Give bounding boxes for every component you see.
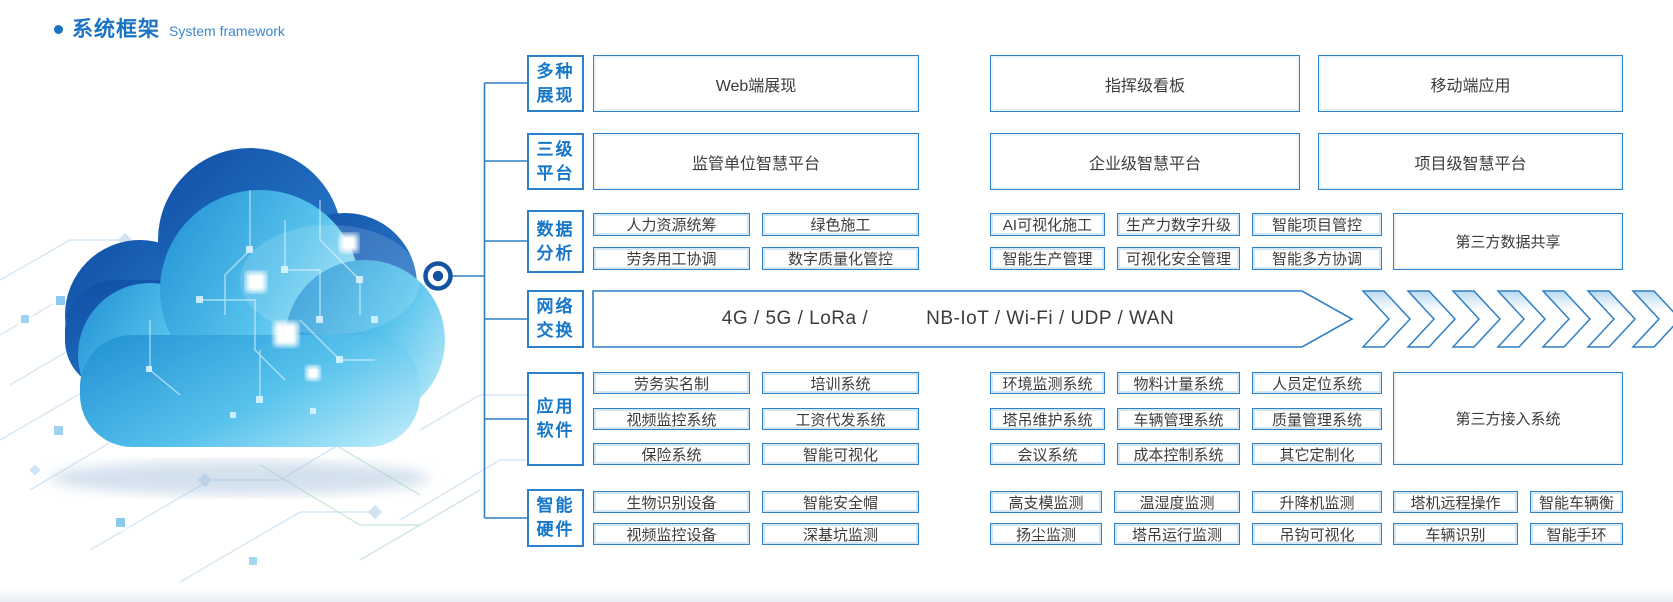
cloud-circuit-traces (149, 190, 375, 400)
bullet-icon (54, 24, 63, 34)
category-network-exchange: 网络交换 (527, 290, 584, 348)
cloud-node-icon (423, 261, 453, 291)
box-mobile-app: 移动端应用 (1318, 55, 1623, 112)
box-smart-visualization: 智能可视化 (762, 443, 919, 465)
page-title: 系统框架 System framework (54, 13, 285, 43)
category-smart-hardware: 智能硬件 (527, 489, 584, 547)
box-salary-payment: 工资代发系统 (762, 408, 919, 430)
box-smart-project-control: 智能项目管控 (1252, 213, 1382, 236)
chevron-arrows-icon (1361, 290, 1673, 348)
box-supervision-platform: 监管单位智慧平台 (593, 133, 919, 190)
box-enterprise-platform: 企业级智慧平台 (990, 133, 1300, 190)
box-temp-humidity-monitoring: 温湿度监测 (1114, 491, 1240, 513)
box-training-system: 培训系统 (762, 372, 919, 394)
box-green-construction: 绿色施工 (762, 213, 919, 236)
box-labor-coordination: 劳务用工协调 (593, 247, 750, 270)
category-three-level-platform: 三级平台 (527, 133, 584, 190)
category-multi-display: 多种展现 (527, 55, 584, 112)
box-tower-crane-maintenance: 塔吊维护系统 (990, 408, 1105, 430)
box-insurance-system: 保险系统 (593, 443, 750, 465)
box-third-party-data-sharing: 第三方数据共享 (1393, 213, 1623, 270)
box-third-party-access-system: 第三方接入系统 (1393, 372, 1623, 465)
box-video-monitoring-device: 视频监控设备 (593, 523, 750, 545)
box-smart-multiparty-coordination: 智能多方协调 (1252, 247, 1382, 270)
box-project-platform: 项目级智慧平台 (1318, 133, 1623, 190)
title-zh: 系统框架 (72, 18, 160, 41)
box-tower-crane-operation-monitoring: 塔吊运行监测 (1114, 523, 1240, 545)
box-meeting-system: 会议系统 (990, 443, 1105, 465)
box-productivity-upgrade: 生产力数字升级 (1117, 213, 1240, 236)
title-en: System framework (169, 23, 285, 39)
box-smart-wristband: 智能手环 (1530, 523, 1623, 545)
box-smart-helmet: 智能安全帽 (762, 491, 919, 513)
box-smart-vehicle-scale: 智能车辆衡 (1530, 491, 1623, 513)
cloud-back-layer (65, 148, 417, 390)
tree-connectors (451, 82, 527, 519)
box-hoist-monitoring: 升降机监测 (1252, 491, 1382, 513)
box-other-customization: 其它定制化 (1252, 443, 1382, 465)
network-protocols-left: 4G / 5G / LoRa / (721, 308, 869, 329)
category-application-software: 应用软件 (527, 372, 584, 466)
box-personnel-positioning: 人员定位系统 (1252, 372, 1382, 394)
category-data-analysis: 数据分析 (527, 210, 584, 273)
cloud-illustration (0, 148, 540, 583)
box-hr-planning: 人力资源统筹 (593, 213, 750, 236)
box-biometric-device: 生物识别设备 (593, 491, 750, 513)
box-digital-quality-control: 数字质量化管控 (762, 247, 919, 270)
box-vehicle-recognition: 车辆识别 (1393, 523, 1518, 545)
box-dust-monitoring: 扬尘监测 (990, 523, 1102, 545)
box-video-monitoring-system: 视频监控系统 (593, 408, 750, 430)
box-labor-realname: 劳务实名制 (593, 372, 750, 394)
box-smart-production-mgmt: 智能生产管理 (990, 247, 1105, 270)
box-deep-pit-monitoring: 深基坑监测 (762, 523, 919, 545)
box-material-metering: 物料计量系统 (1117, 372, 1240, 394)
box-command-kanban: 指挥级看板 (990, 55, 1300, 112)
box-formwork-monitoring: 高支模监测 (990, 491, 1102, 513)
box-web-display: Web端展现 (593, 55, 919, 112)
box-hook-visualization: 吊钩可视化 (1252, 523, 1382, 545)
box-environment-monitoring: 环境监测系统 (990, 372, 1105, 394)
box-vehicle-management: 车辆管理系统 (1117, 408, 1240, 430)
box-cost-control: 成本控制系统 (1117, 443, 1240, 465)
ground-circuit-pattern (0, 239, 540, 583)
box-tower-crane-remote: 塔机远程操作 (1393, 491, 1518, 513)
box-visual-safety-mgmt: 可视化安全管理 (1117, 247, 1240, 270)
network-protocols: 4G / 5G / LoRa / NB-IoT / Wi-Fi / UDP / … (593, 291, 1303, 347)
box-ai-visual-construction: AI可视化施工 (990, 213, 1105, 236)
network-protocols-right: NB-IoT / Wi-Fi / UDP / WAN (926, 308, 1175, 329)
bottom-gradient-strip (0, 588, 1673, 602)
cloud-front-layer (78, 190, 445, 447)
box-quality-management: 质量管理系统 (1252, 408, 1382, 430)
